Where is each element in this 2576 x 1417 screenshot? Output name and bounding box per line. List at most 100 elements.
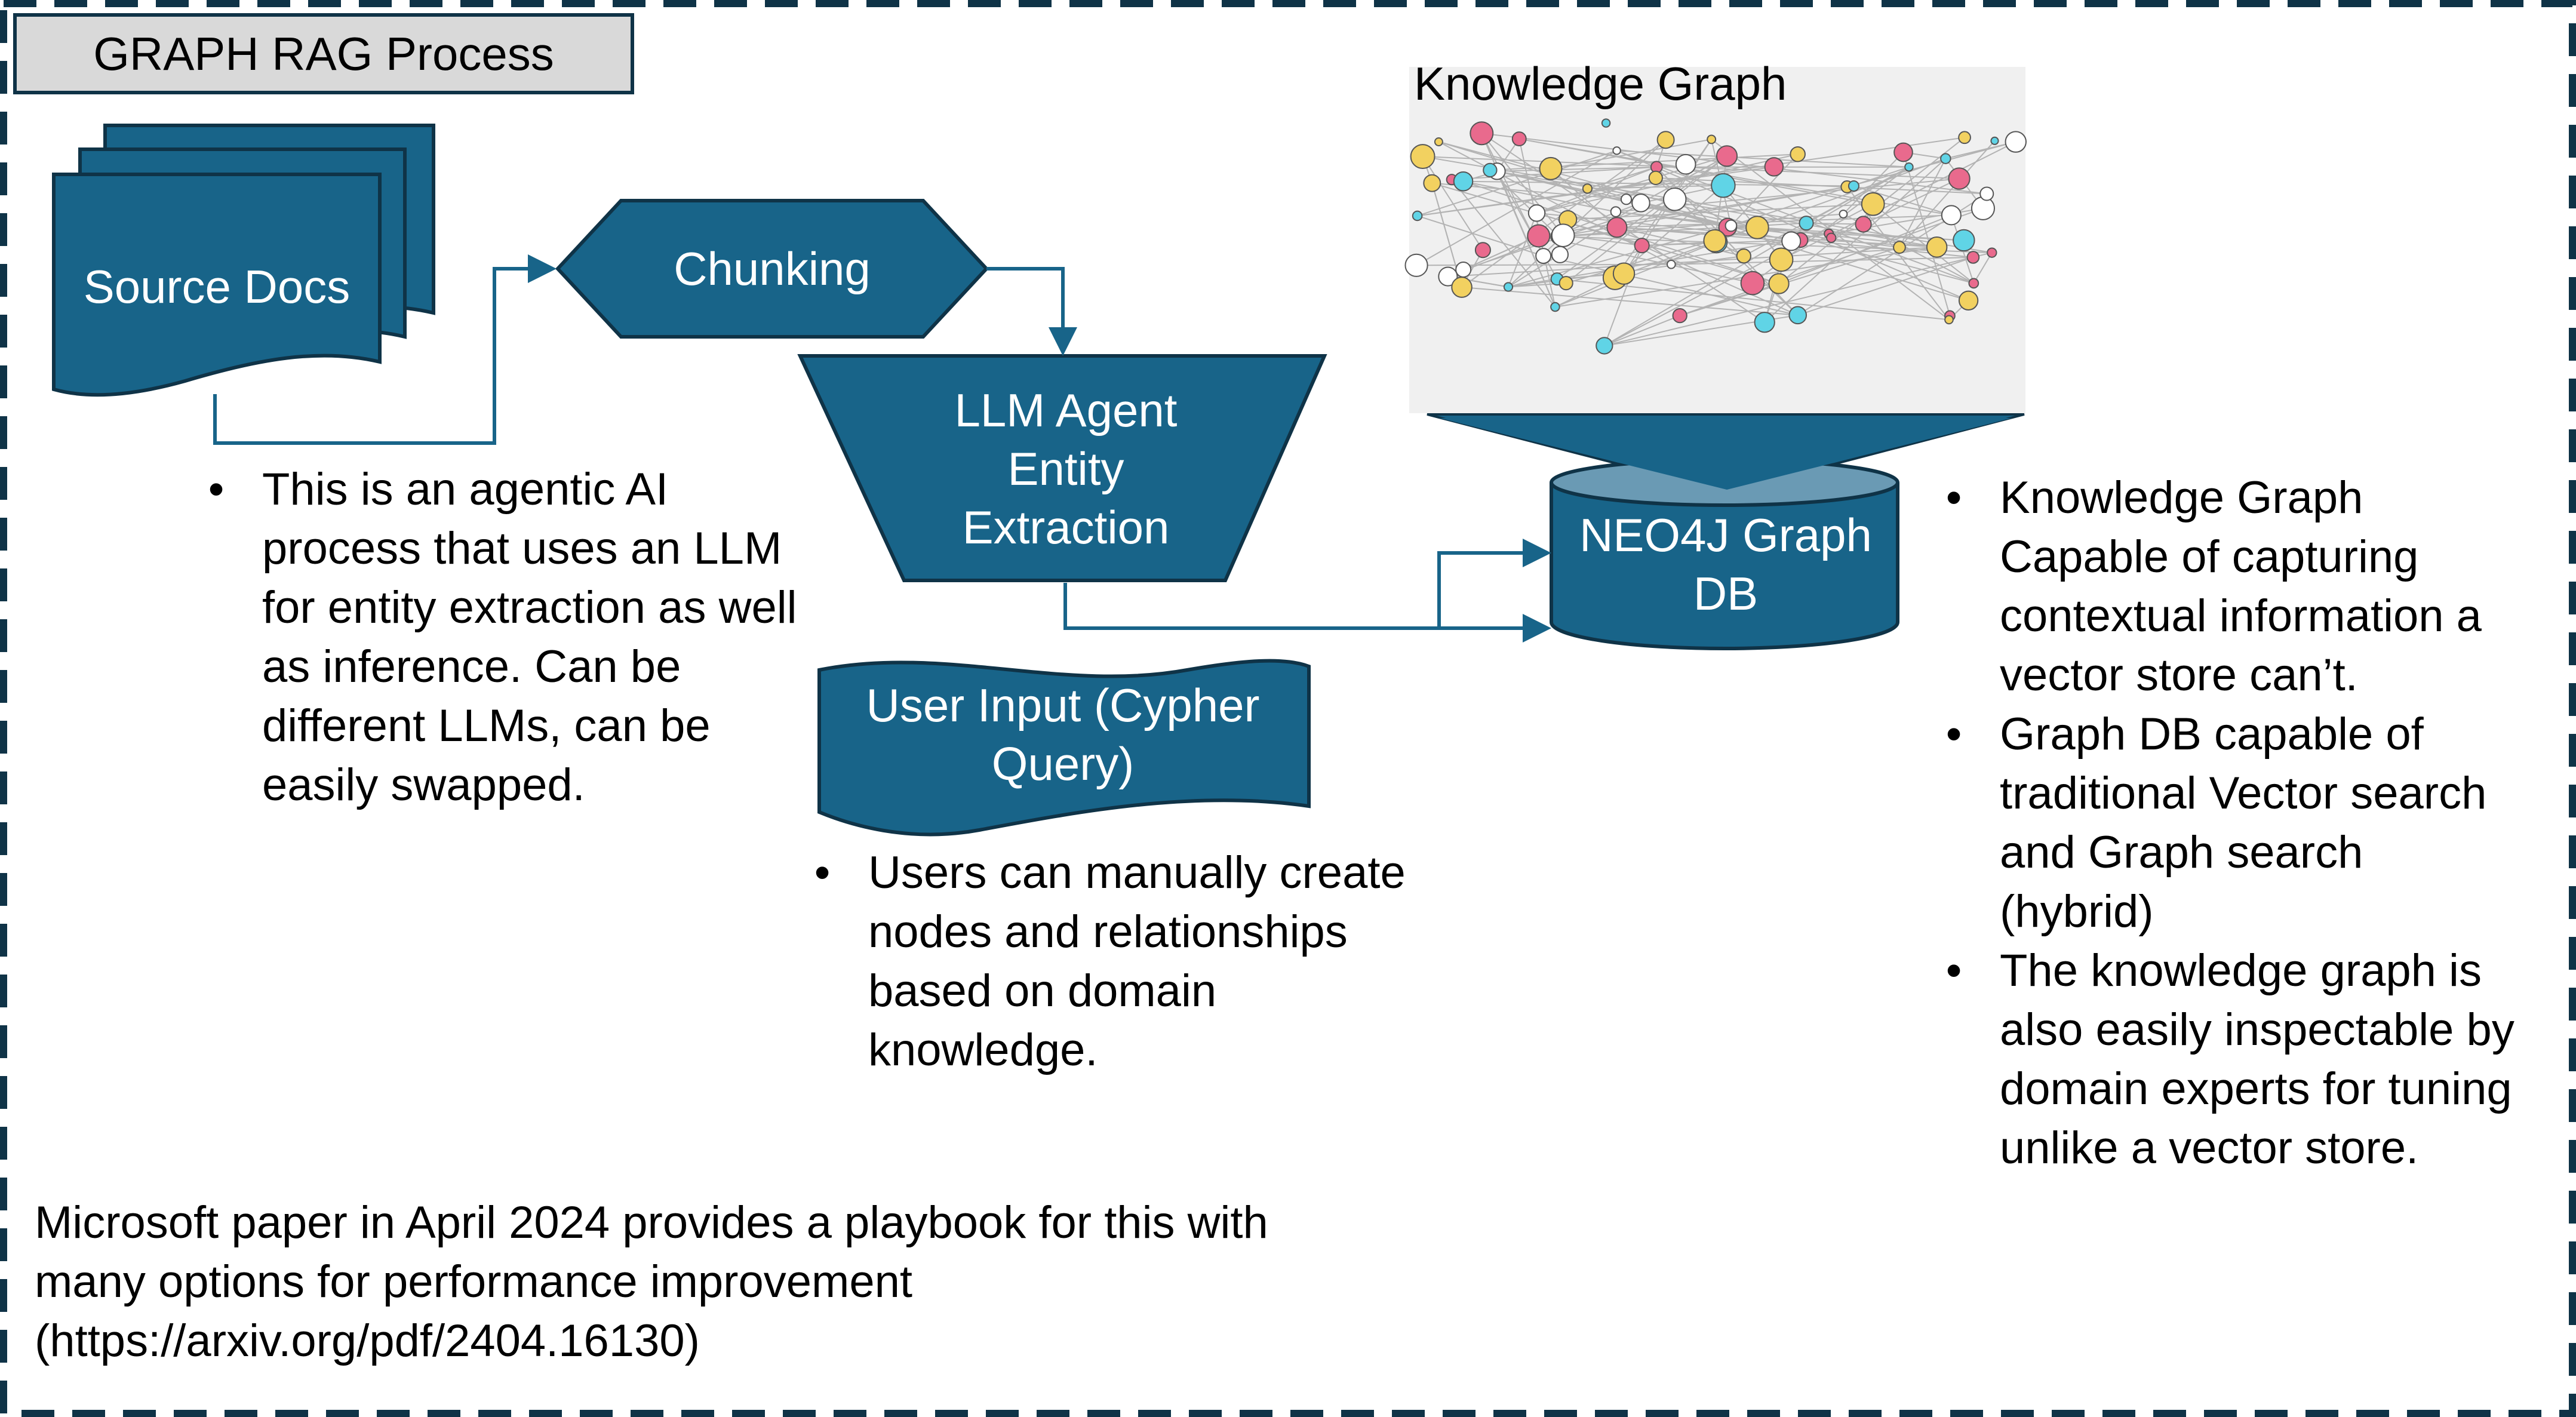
graph-edge [1603, 245, 1643, 346]
graph-node [1848, 180, 1859, 192]
source-docs-shape [52, 124, 435, 397]
graph-edge [1764, 158, 1947, 323]
graph-node [1483, 162, 1498, 178]
graph-node [1861, 192, 1885, 216]
footer-line: (https://arxiv.org/pdf/2404.16130) [35, 1315, 700, 1366]
graph-edge [1604, 166, 1910, 346]
graph-edge [1863, 178, 1960, 225]
graph-node [1601, 118, 1611, 128]
graph-node [1926, 236, 1948, 258]
graph-node [1606, 217, 1628, 238]
graph-node [1535, 248, 1552, 265]
graph-node [1948, 167, 1971, 190]
user-note-item: Users can manually create nodes and rela… [807, 843, 1406, 1080]
graph-node [1968, 278, 1979, 289]
diagram-title: GRAPH RAG Process [13, 13, 634, 94]
graph-node [1781, 231, 1802, 251]
graph-node [1527, 204, 1546, 222]
graph-note-item: Knowledge Graph Capable of capturing con… [1939, 468, 2525, 705]
graph-edge [1417, 166, 1774, 217]
graph-node [1764, 157, 1784, 177]
graph-node [1944, 315, 1954, 325]
graph-edge [1614, 185, 1724, 278]
graph-node [1539, 156, 1563, 180]
graph-edge [1508, 213, 1538, 287]
graph-node [1724, 219, 1738, 232]
llm-note-list: This is an agentic AI process that uses … [201, 460, 800, 814]
graph-node [1703, 229, 1727, 253]
user-input-label: User Input (Cypher Query) [866, 679, 1260, 790]
graph-node [1470, 121, 1494, 146]
graph-node [1826, 232, 1837, 243]
chunking-to-llm-arrow [986, 267, 1077, 356]
graph-node [1648, 170, 1663, 185]
graph-node [1620, 193, 1633, 205]
graph-edge [1853, 185, 1952, 216]
graph-edge [1604, 252, 1993, 346]
graph-edge [1422, 156, 1484, 251]
graph-edge [1432, 182, 1779, 285]
chunking-label: Chunking [674, 242, 871, 295]
graph-edge [1567, 203, 1873, 220]
user-note-list: Users can manually create nodes and rela… [807, 843, 1406, 1080]
user-to-neo4j-arrow [1065, 539, 1551, 630]
graph-edge [1555, 241, 1717, 308]
graph-edge [1587, 166, 1657, 189]
graph-node [1893, 142, 1913, 162]
graph-edge [1616, 150, 1969, 302]
graph-node [1711, 173, 1736, 198]
neo4j-label: NEO4J Graph DB [1579, 509, 1872, 620]
graph-node [1453, 171, 1474, 192]
graph-edge [1615, 211, 1937, 248]
graph-edge [1899, 158, 1947, 248]
knowledge-graph-label: Knowledge Graph [1414, 57, 1787, 110]
graph-edge [1438, 141, 1672, 265]
graph-node [1612, 262, 1636, 285]
graph-node [1769, 247, 1794, 272]
graph-node [1503, 282, 1514, 292]
footer-line: many options for performance improvement [35, 1256, 912, 1307]
graph-node [1582, 183, 1593, 194]
graph-node [1716, 145, 1738, 167]
graph-node [1736, 248, 1751, 264]
graph-node [1839, 210, 1848, 219]
graph-node [1451, 276, 1473, 298]
graph-node [1893, 241, 1906, 254]
graph-edge [1518, 139, 1556, 308]
graph-edge [1604, 203, 1874, 346]
graph-node [1740, 271, 1765, 296]
graph-node [1656, 131, 1675, 149]
graph-edge [1616, 150, 1909, 168]
graph-node [1675, 153, 1696, 175]
funnel-overlap [1439, 418, 2012, 490]
graph-node [1527, 224, 1551, 248]
graph-edge [1730, 166, 1910, 226]
graph-node [1788, 306, 1807, 325]
graph-edge [1899, 140, 1996, 248]
llm-note-item: This is an agentic AI process that uses … [201, 460, 800, 814]
graph-edge [1438, 141, 1969, 302]
llm-to-neo4j-arrow [1063, 583, 1551, 643]
graph-edge [1536, 212, 1642, 247]
graph-edge [1604, 315, 1680, 346]
graph-edge [1671, 256, 1974, 265]
graph-node [1434, 137, 1443, 146]
connector-lines [213, 254, 1551, 643]
graph-edge [1463, 180, 1616, 213]
graph-edge [1843, 152, 1904, 215]
graph-node [1596, 337, 1613, 355]
graph-edge [1451, 179, 1556, 308]
llm-agent-label: LLM Agent Entity Extraction [954, 384, 1178, 554]
graph-edge [1496, 166, 1657, 172]
graph-node [1474, 242, 1491, 259]
graph-node [1410, 144, 1435, 170]
graph-node [1631, 193, 1650, 213]
source-docs-label: Source Docs [83, 260, 351, 313]
graph-edge [1655, 177, 1732, 226]
graph-node [1423, 174, 1441, 192]
llm-agent-shape [797, 354, 1327, 582]
graph-node [1404, 253, 1428, 277]
graph-node [1745, 216, 1769, 239]
